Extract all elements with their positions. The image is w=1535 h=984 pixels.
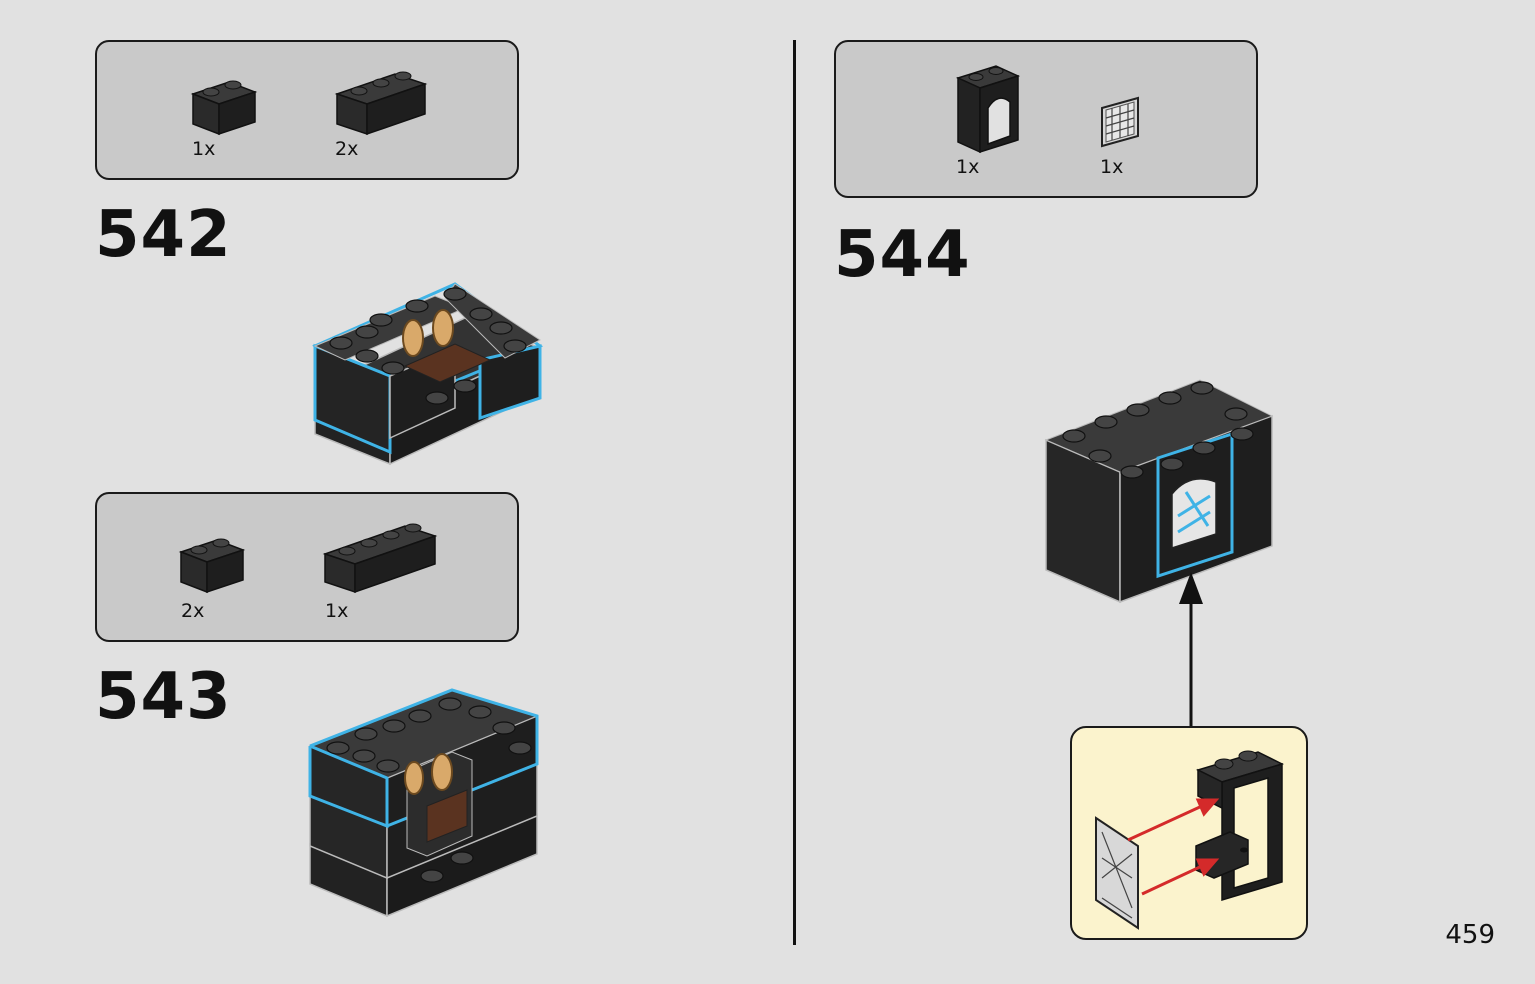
model-step-542 <box>312 282 544 466</box>
up-arrow-icon <box>1179 572 1203 728</box>
model-step-544 <box>1044 379 1274 604</box>
window-frame-icon <box>955 65 1021 154</box>
lattice-glass-icon <box>1101 96 1139 148</box>
parts-box-543: 2x 1x <box>95 492 519 642</box>
sub-assembly-callout <box>1070 726 1308 940</box>
brick-1x4-icon <box>322 523 438 594</box>
step-number-542: 542 <box>95 198 232 272</box>
brick-1x2-icon <box>178 538 246 594</box>
model-step-543 <box>308 688 539 918</box>
brick-1x3-icon <box>334 71 428 136</box>
column-divider <box>793 40 796 945</box>
parts-box-544: 1x 1x <box>834 40 1258 198</box>
page-number: 459 <box>1445 920 1495 950</box>
part-qty: 2x <box>181 600 205 622</box>
part-qty: 1x <box>956 156 980 178</box>
step-number-544: 544 <box>834 218 971 292</box>
part-qty: 1x <box>1100 156 1124 178</box>
part-qty: 1x <box>325 600 349 622</box>
parts-box-542: 1x 2x <box>95 40 519 180</box>
window-assembly-diagram <box>1095 750 1285 930</box>
part-qty: 2x <box>335 138 359 160</box>
step-number-543: 543 <box>95 660 232 734</box>
brick-1x2-icon <box>190 80 258 136</box>
part-qty: 1x <box>192 138 216 160</box>
